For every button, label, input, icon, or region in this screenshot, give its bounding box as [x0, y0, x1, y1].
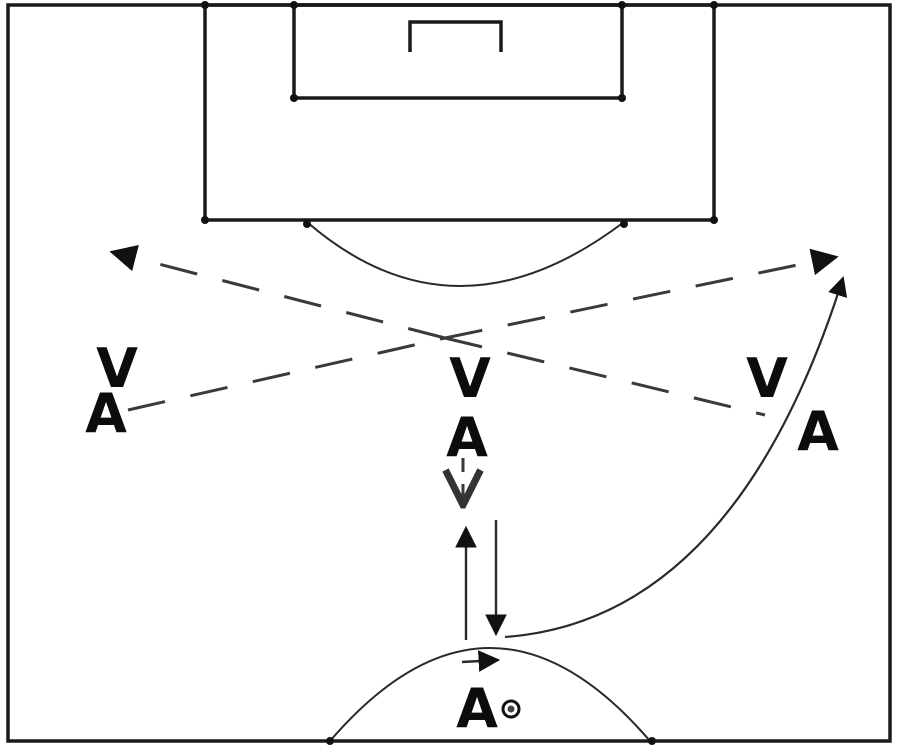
corner-marker — [290, 1, 298, 9]
corner-marker — [620, 220, 628, 228]
goal-icon — [408, 20, 503, 52]
penalty-area — [203, 3, 716, 222]
player-center-attacker: A — [446, 406, 488, 469]
court-lines — [6, 1, 892, 745]
corner-marker — [303, 220, 311, 228]
player-right-attacker: A — [797, 400, 839, 463]
player-left-attacker: A — [85, 382, 127, 445]
player-right-defender: V — [746, 347, 788, 410]
penalty-arc — [306, 221, 625, 287]
player-ball-carrier: A — [456, 677, 498, 740]
ball-icon — [501, 699, 521, 719]
corner-marker — [290, 94, 298, 102]
corner-marker — [710, 216, 718, 224]
dashed-line-center-to-topleft — [109, 245, 446, 340]
corner-marker — [648, 737, 656, 745]
corner-marker — [618, 1, 626, 9]
center-circle-arc — [329, 647, 651, 742]
movement-arrows — [455, 276, 848, 672]
goal-area — [292, 3, 624, 100]
corner-marker — [201, 1, 209, 9]
dashed-line-center-to-right — [444, 336, 766, 417]
corner-marker — [326, 737, 334, 745]
curved-run-to-right — [504, 276, 848, 639]
corner-marker — [710, 1, 718, 9]
player-center-defender: V — [449, 347, 491, 410]
players: V A V A V A A — [85, 337, 839, 740]
corner-marker — [201, 216, 209, 224]
player-left-defender: V — [96, 337, 138, 400]
dashed-line-left-to-center — [127, 336, 446, 412]
dashed-lines — [109, 245, 839, 505]
corner-marker — [618, 94, 626, 102]
short-run-marker — [461, 650, 501, 672]
dashed-line-center-to-topright — [444, 248, 839, 340]
